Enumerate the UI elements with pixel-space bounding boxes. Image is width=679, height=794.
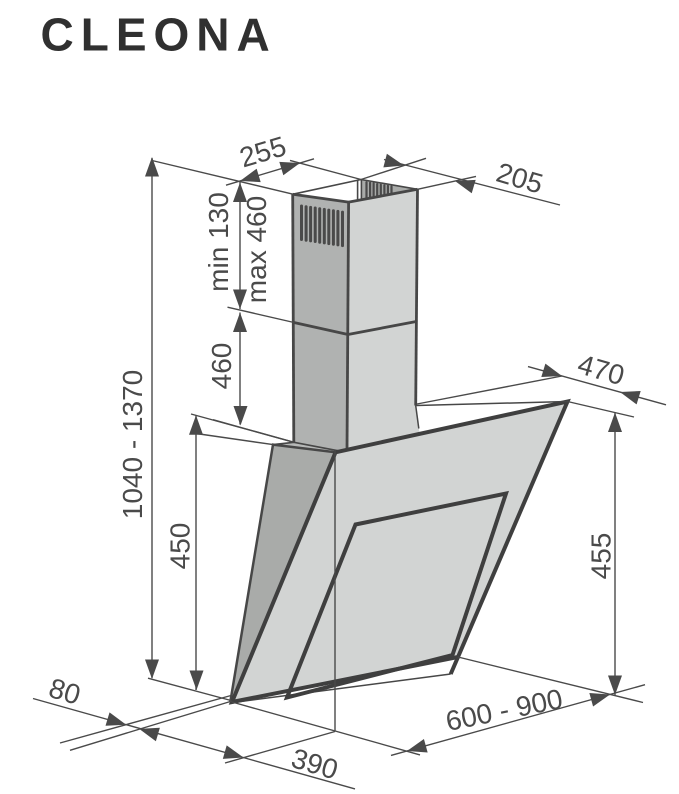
svg-text:1040 - 1370: 1040 - 1370	[117, 370, 148, 519]
svg-text:CLEONA: CLEONA	[41, 9, 277, 61]
svg-text:max 460: max 460	[241, 196, 272, 303]
svg-text:460: 460	[206, 343, 237, 390]
svg-text:min 130: min 130	[203, 192, 234, 292]
svg-text:455: 455	[586, 533, 617, 580]
svg-text:450: 450	[165, 523, 196, 570]
